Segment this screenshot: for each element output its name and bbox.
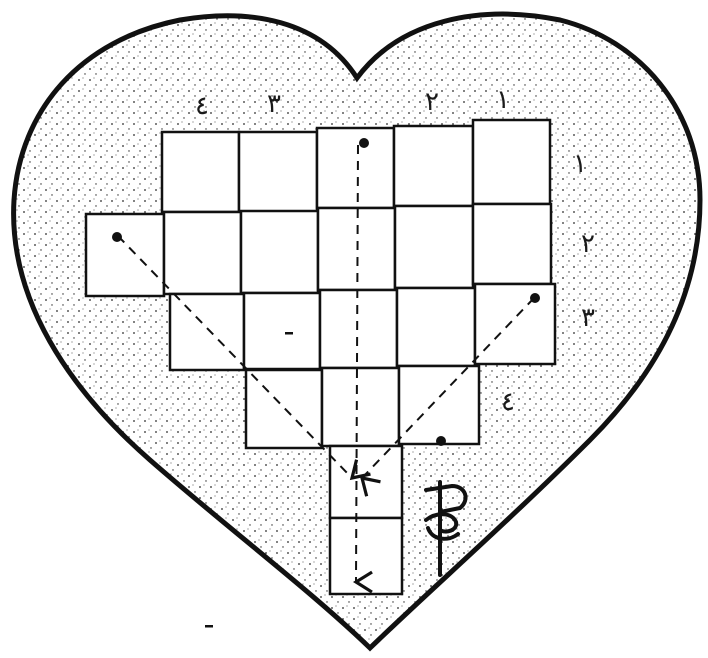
- grid-cell: [317, 128, 394, 208]
- grid-cell: [397, 288, 475, 366]
- row-label: ١: [573, 149, 587, 179]
- marker-dot: [530, 293, 540, 303]
- marker-dot: [436, 436, 446, 446]
- grid-cell: [394, 126, 473, 206]
- column-label: ١: [496, 85, 510, 115]
- grid-cell: [399, 366, 479, 444]
- row-label: ٣: [581, 303, 595, 333]
- marker-dot: [359, 138, 369, 148]
- grid-cell: [170, 294, 244, 370]
- grid-cell: [330, 518, 402, 594]
- grid-cell: [475, 284, 555, 364]
- row-label: ٢: [581, 229, 595, 259]
- grid-cell: [162, 132, 239, 212]
- grid-cell: [239, 132, 317, 212]
- grid-cell: [473, 204, 551, 284]
- grid-cell: [244, 293, 320, 369]
- grid-cell: [322, 368, 399, 446]
- grid-cell: [395, 206, 473, 288]
- grid-cell: [164, 212, 241, 294]
- row-label: ٤: [501, 387, 515, 417]
- grid-cell: [320, 290, 397, 368]
- grid-cell: [86, 214, 164, 296]
- column-label: ٣: [267, 89, 281, 119]
- column-label: ٢: [425, 87, 439, 117]
- column-label: ٤: [195, 91, 209, 121]
- grid-cell: [473, 120, 550, 204]
- grid-cell: [241, 211, 318, 293]
- marker-dot: [112, 232, 122, 242]
- grid-cell: [330, 446, 402, 518]
